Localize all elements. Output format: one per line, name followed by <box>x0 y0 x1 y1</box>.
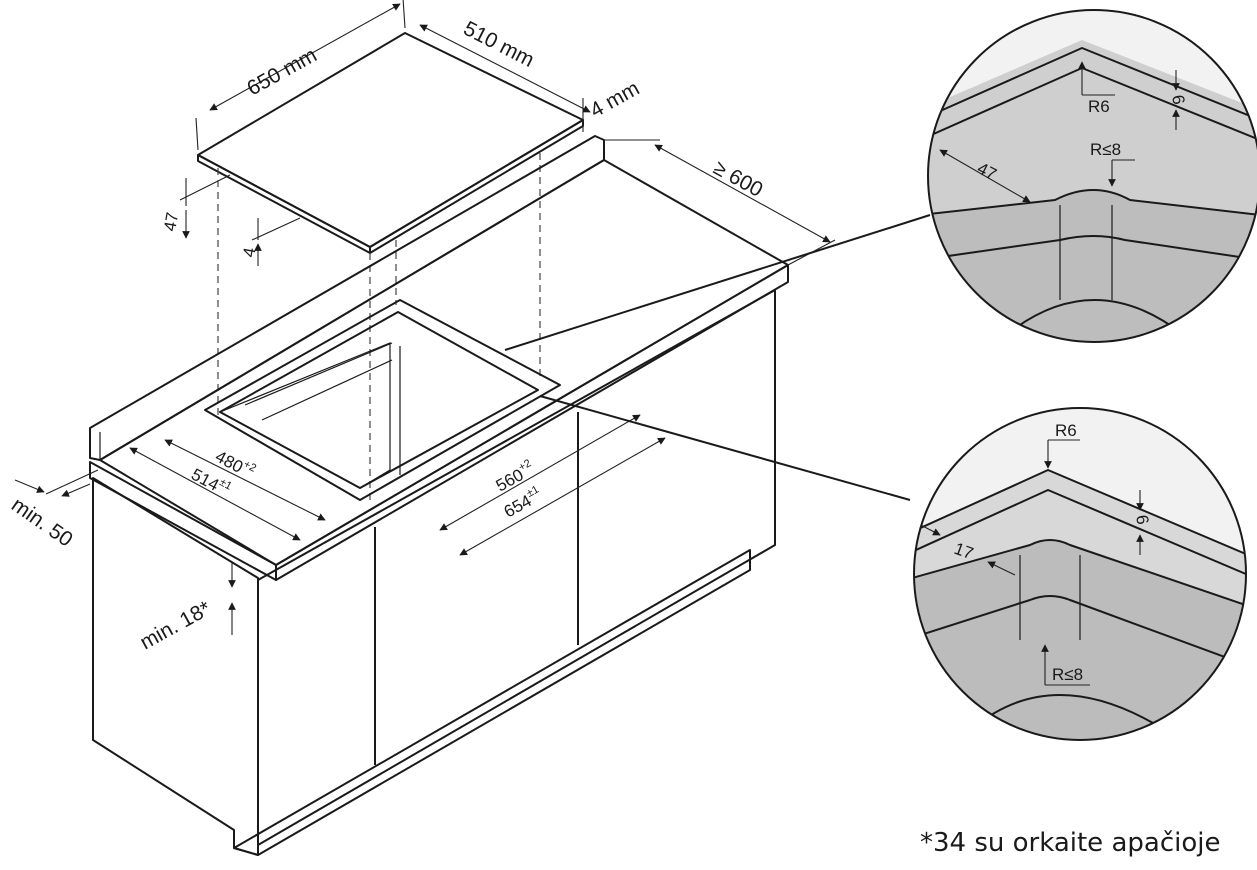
footnote: *34 su orkaite apačioje <box>920 828 1221 858</box>
hob-dimensions <box>179 0 591 266</box>
detail-top-radius-outer-label: R6 <box>1088 97 1110 116</box>
detail-bottom-depth-label: 6 <box>1132 513 1152 526</box>
hob-depth-label: 510 mm <box>460 17 538 72</box>
worktop-dimensions <box>14 139 836 635</box>
detail-top <box>927 9 1257 343</box>
cabinet <box>89 135 789 856</box>
detail-bottom <box>913 407 1247 741</box>
hob-thickness-label: 4 mm <box>586 77 643 123</box>
detail-leaders <box>504 214 931 501</box>
detail-top-depth-label: 6 <box>1168 93 1188 106</box>
hob-height-under-label: 4 <box>239 246 259 259</box>
hob-height-total-label: 47 <box>160 211 182 233</box>
detail-bottom-radius-inner-label: R≤8 <box>1052 665 1083 684</box>
worktop-depth-label: ≥ 600 <box>710 156 767 202</box>
projection-lines <box>217 153 541 500</box>
detail-bottom-radius-outer-label: R6 <box>1055 421 1077 440</box>
hob-width-label: 650 mm <box>243 43 320 100</box>
worktop-thickness-label: min. 18* <box>136 597 215 654</box>
detail-top-radius-inner-label: R≤8 <box>1090 140 1121 159</box>
worktop-front-margin-label: min. 50 <box>7 493 77 551</box>
